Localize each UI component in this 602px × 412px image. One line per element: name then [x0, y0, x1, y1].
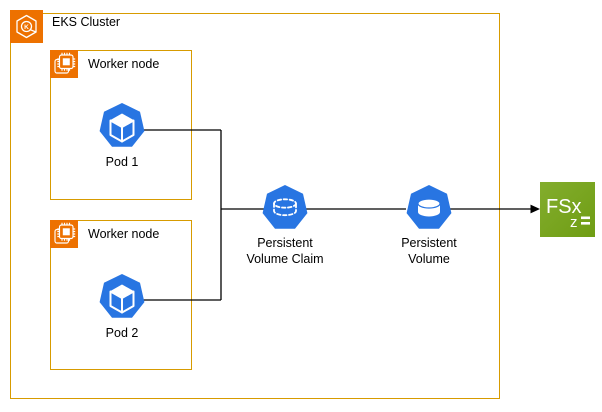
pod-1-label: Pod 1: [105, 155, 139, 169]
worker-node-chip-icon: [50, 50, 78, 78]
persistent-volume-icon: [405, 184, 453, 232]
pvc-label-line1: Persistent: [257, 236, 313, 250]
persistent-volume-claim-icon: [261, 184, 309, 232]
fsx-sub-text: z: [570, 214, 578, 231]
pv-label-line1: Persistent: [401, 236, 457, 250]
pvc-label-line2: Volume Claim: [246, 252, 324, 266]
fsx-zfs-bar-top: [581, 216, 590, 220]
worker-node-chip-icon: [50, 220, 78, 248]
eks-cluster-icon: K: [10, 10, 43, 43]
worker-node-2-group-box: [50, 220, 192, 370]
worker-node-1-label: Worker node: [88, 57, 160, 71]
eks-icon-letter: K: [24, 24, 29, 31]
arrowhead-to-fsx: [530, 204, 540, 214]
eks-cluster-group-box: [10, 13, 500, 399]
pvc-label: Persistent Volume Claim: [215, 235, 355, 267]
pv-label-line2: Volume: [408, 252, 450, 266]
amazon-fsx-openzfs-icon: FSx z: [540, 182, 595, 237]
worker-node-2-label: Worker node: [88, 227, 160, 241]
fsx-label-text: FSx: [546, 196, 582, 218]
eks-cluster-label: EKS Cluster: [52, 15, 121, 29]
pod-2-label: Pod 2: [105, 326, 139, 340]
pv-label: Persistent Volume: [359, 235, 499, 267]
kubernetes-pod-icon: [98, 102, 146, 150]
kubernetes-pod-icon: [98, 273, 146, 321]
fsx-zfs-bar-bottom: [581, 222, 590, 225]
worker-node-1-group-box: [50, 50, 192, 200]
